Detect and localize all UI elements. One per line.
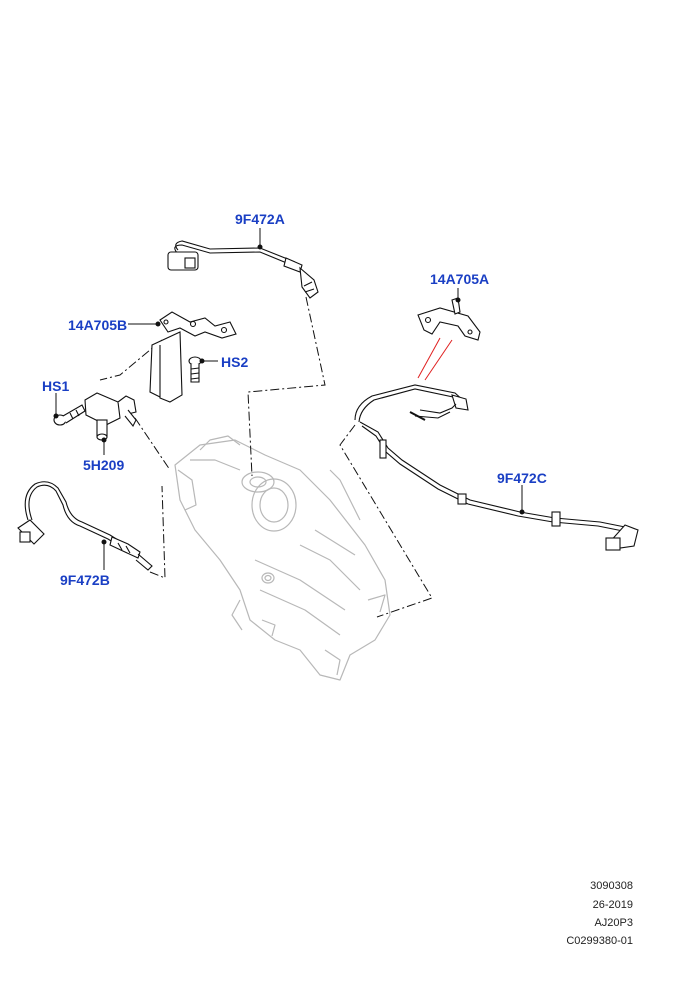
- red-leader-lines: [417, 337, 453, 381]
- footer-code-1: 3090308: [590, 880, 633, 892]
- footer-code-2: 26-2019: [592, 899, 633, 911]
- dash-dot-leaders: [99, 296, 433, 618]
- screw-hs2: [188, 356, 202, 383]
- callout-9f472b: 9F472B: [60, 572, 110, 588]
- callout-9f472a: 9F472A: [235, 211, 285, 227]
- footer-code-3: AJ20P3: [594, 917, 633, 929]
- footer-code-4: C0299380-01: [566, 935, 633, 947]
- callout-hs2: HS2: [221, 354, 249, 370]
- callout-5h209: 5H209: [83, 457, 125, 473]
- oxygen-sensor-9f472a: [167, 240, 319, 299]
- callout-9f472c: 9F472C: [497, 470, 547, 486]
- callout-14a705b: 14A705B: [68, 317, 128, 333]
- catalyst-housing-ghost: [174, 435, 391, 681]
- callout-hs1: HS1: [42, 378, 70, 394]
- oxygen-sensor-9f472b: [17, 481, 153, 571]
- callout-leaders: [53, 228, 525, 570]
- oxygen-sensor-9f472c: [354, 384, 639, 551]
- bracket-14a705a: [417, 297, 481, 341]
- callout-14a705a: 14A705A: [430, 271, 490, 287]
- sensor-5h209: [84, 392, 137, 441]
- screw-hs1: [53, 404, 86, 426]
- bracket-14a705b: [149, 311, 237, 403]
